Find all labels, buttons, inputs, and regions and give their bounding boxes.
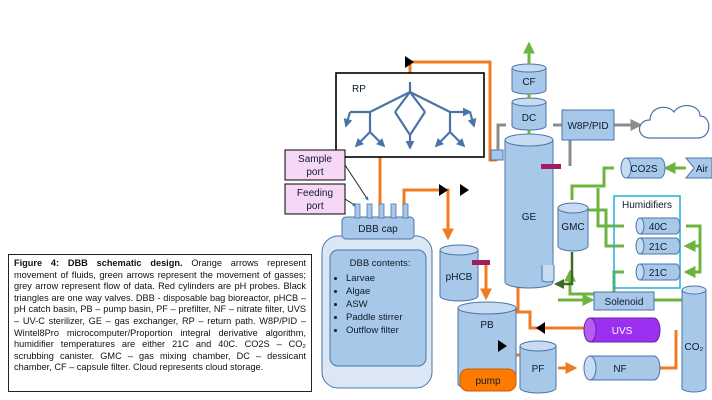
air-inlet: Air <box>684 157 712 179</box>
svg-text:Humidifiers: Humidifiers <box>622 200 672 211</box>
co2-tank: CO₂ <box>681 285 707 393</box>
svg-text:pHCB: pHCB <box>446 272 473 283</box>
dbb-contents-item: ASW <box>346 298 428 311</box>
svg-text:CO2S: CO2S <box>630 164 658 175</box>
rp-branching-icon <box>343 82 474 150</box>
feeding-port: Feeding port <box>284 183 346 215</box>
dbb-contents-box: DBB contents: Larvae Algae ASW Paddle st… <box>332 258 428 358</box>
cloud-icon <box>638 105 710 139</box>
rp-label: RP <box>352 84 366 95</box>
svg-text:GMC: GMC <box>561 222 584 233</box>
svg-text:DC: DC <box>522 113 536 124</box>
valve-1 <box>405 56 414 68</box>
ph-probe <box>472 260 490 265</box>
dbb-vessel: DBB cap <box>321 203 433 389</box>
caption-text: Orange arrows represent movement of flui… <box>14 258 307 373</box>
svg-text:Air: Air <box>696 164 709 175</box>
co2s-canister: CO2S <box>620 157 666 179</box>
pump <box>459 368 517 392</box>
valve-4 <box>498 340 507 352</box>
valve-2 <box>439 184 448 196</box>
dbb-contents-item: Outflow filter <box>346 324 428 337</box>
svg-text:Solenoid: Solenoid <box>605 297 644 308</box>
data-lines <box>496 119 643 166</box>
humidifiers-group: Humidifiers 40C 21C 21C <box>613 195 681 289</box>
svg-text:port: port <box>306 201 323 212</box>
svg-text:PB: PB <box>480 320 494 331</box>
svg-text:CO₂: CO₂ <box>685 342 704 353</box>
svg-text:UVS: UVS <box>612 326 633 337</box>
port-connectors <box>344 164 369 207</box>
svg-text:CF: CF <box>522 77 535 88</box>
dbb-contents-item: Algae <box>346 285 428 298</box>
sample-port: Sample port <box>284 149 346 181</box>
one-way-valves <box>405 56 545 352</box>
humidifier-21c-b: 21C <box>635 263 681 281</box>
dbb-contents-list: Larvae Algae ASW Paddle stirrer Outflow … <box>332 272 428 337</box>
dbb-cap-label: DBB cap <box>358 224 398 235</box>
rp-box: RP <box>335 72 485 158</box>
svg-text:port: port <box>306 167 323 178</box>
valve-3 <box>460 184 469 196</box>
phcb-vessel: pHCB <box>439 244 490 302</box>
cf-filter: CF <box>511 63 547 95</box>
pf-vessel: PF <box>519 340 557 394</box>
svg-text:pump: pump <box>475 376 500 387</box>
solenoid-valve: Solenoid <box>593 291 655 311</box>
valve-5 <box>536 322 545 334</box>
w8p-pid-box: W8P/PID <box>561 109 615 141</box>
svg-text:Feeding: Feeding <box>297 188 333 199</box>
svg-text:Sample: Sample <box>298 154 332 165</box>
nf-filter: NF <box>583 355 661 381</box>
svg-text:NF: NF <box>613 364 626 375</box>
svg-text:21C: 21C <box>649 242 667 253</box>
dbb-contents-item: Larvae <box>346 272 428 285</box>
ge-column: GE <box>490 133 561 289</box>
dc-chamber: DC <box>511 97 547 131</box>
svg-text:40C: 40C <box>649 222 667 233</box>
humidifier-21c-a: 21C <box>635 237 681 255</box>
figure-caption: Figure 4: DBB schematic design. Orange a… <box>8 254 312 392</box>
svg-text:GE: GE <box>522 212 537 223</box>
dbb-contents-item: Paddle stirrer <box>346 311 428 324</box>
svg-text:PF: PF <box>532 364 545 375</box>
caption-title: Figure 4: DBB schematic design. <box>14 258 192 268</box>
gmc-outflow-line <box>554 252 574 289</box>
uvs-sterilizer: UVS <box>583 317 661 343</box>
svg-text:W8P/PID: W8P/PID <box>567 121 608 132</box>
humidifier-40c: 40C <box>635 217 681 235</box>
gmc-chamber: GMC <box>557 202 589 252</box>
ge-ph-probe <box>541 164 561 169</box>
svg-text:21C: 21C <box>649 268 667 279</box>
dbb-contents-title: DBB contents: <box>349 258 411 269</box>
pb-vessel: PB pump <box>457 301 517 392</box>
